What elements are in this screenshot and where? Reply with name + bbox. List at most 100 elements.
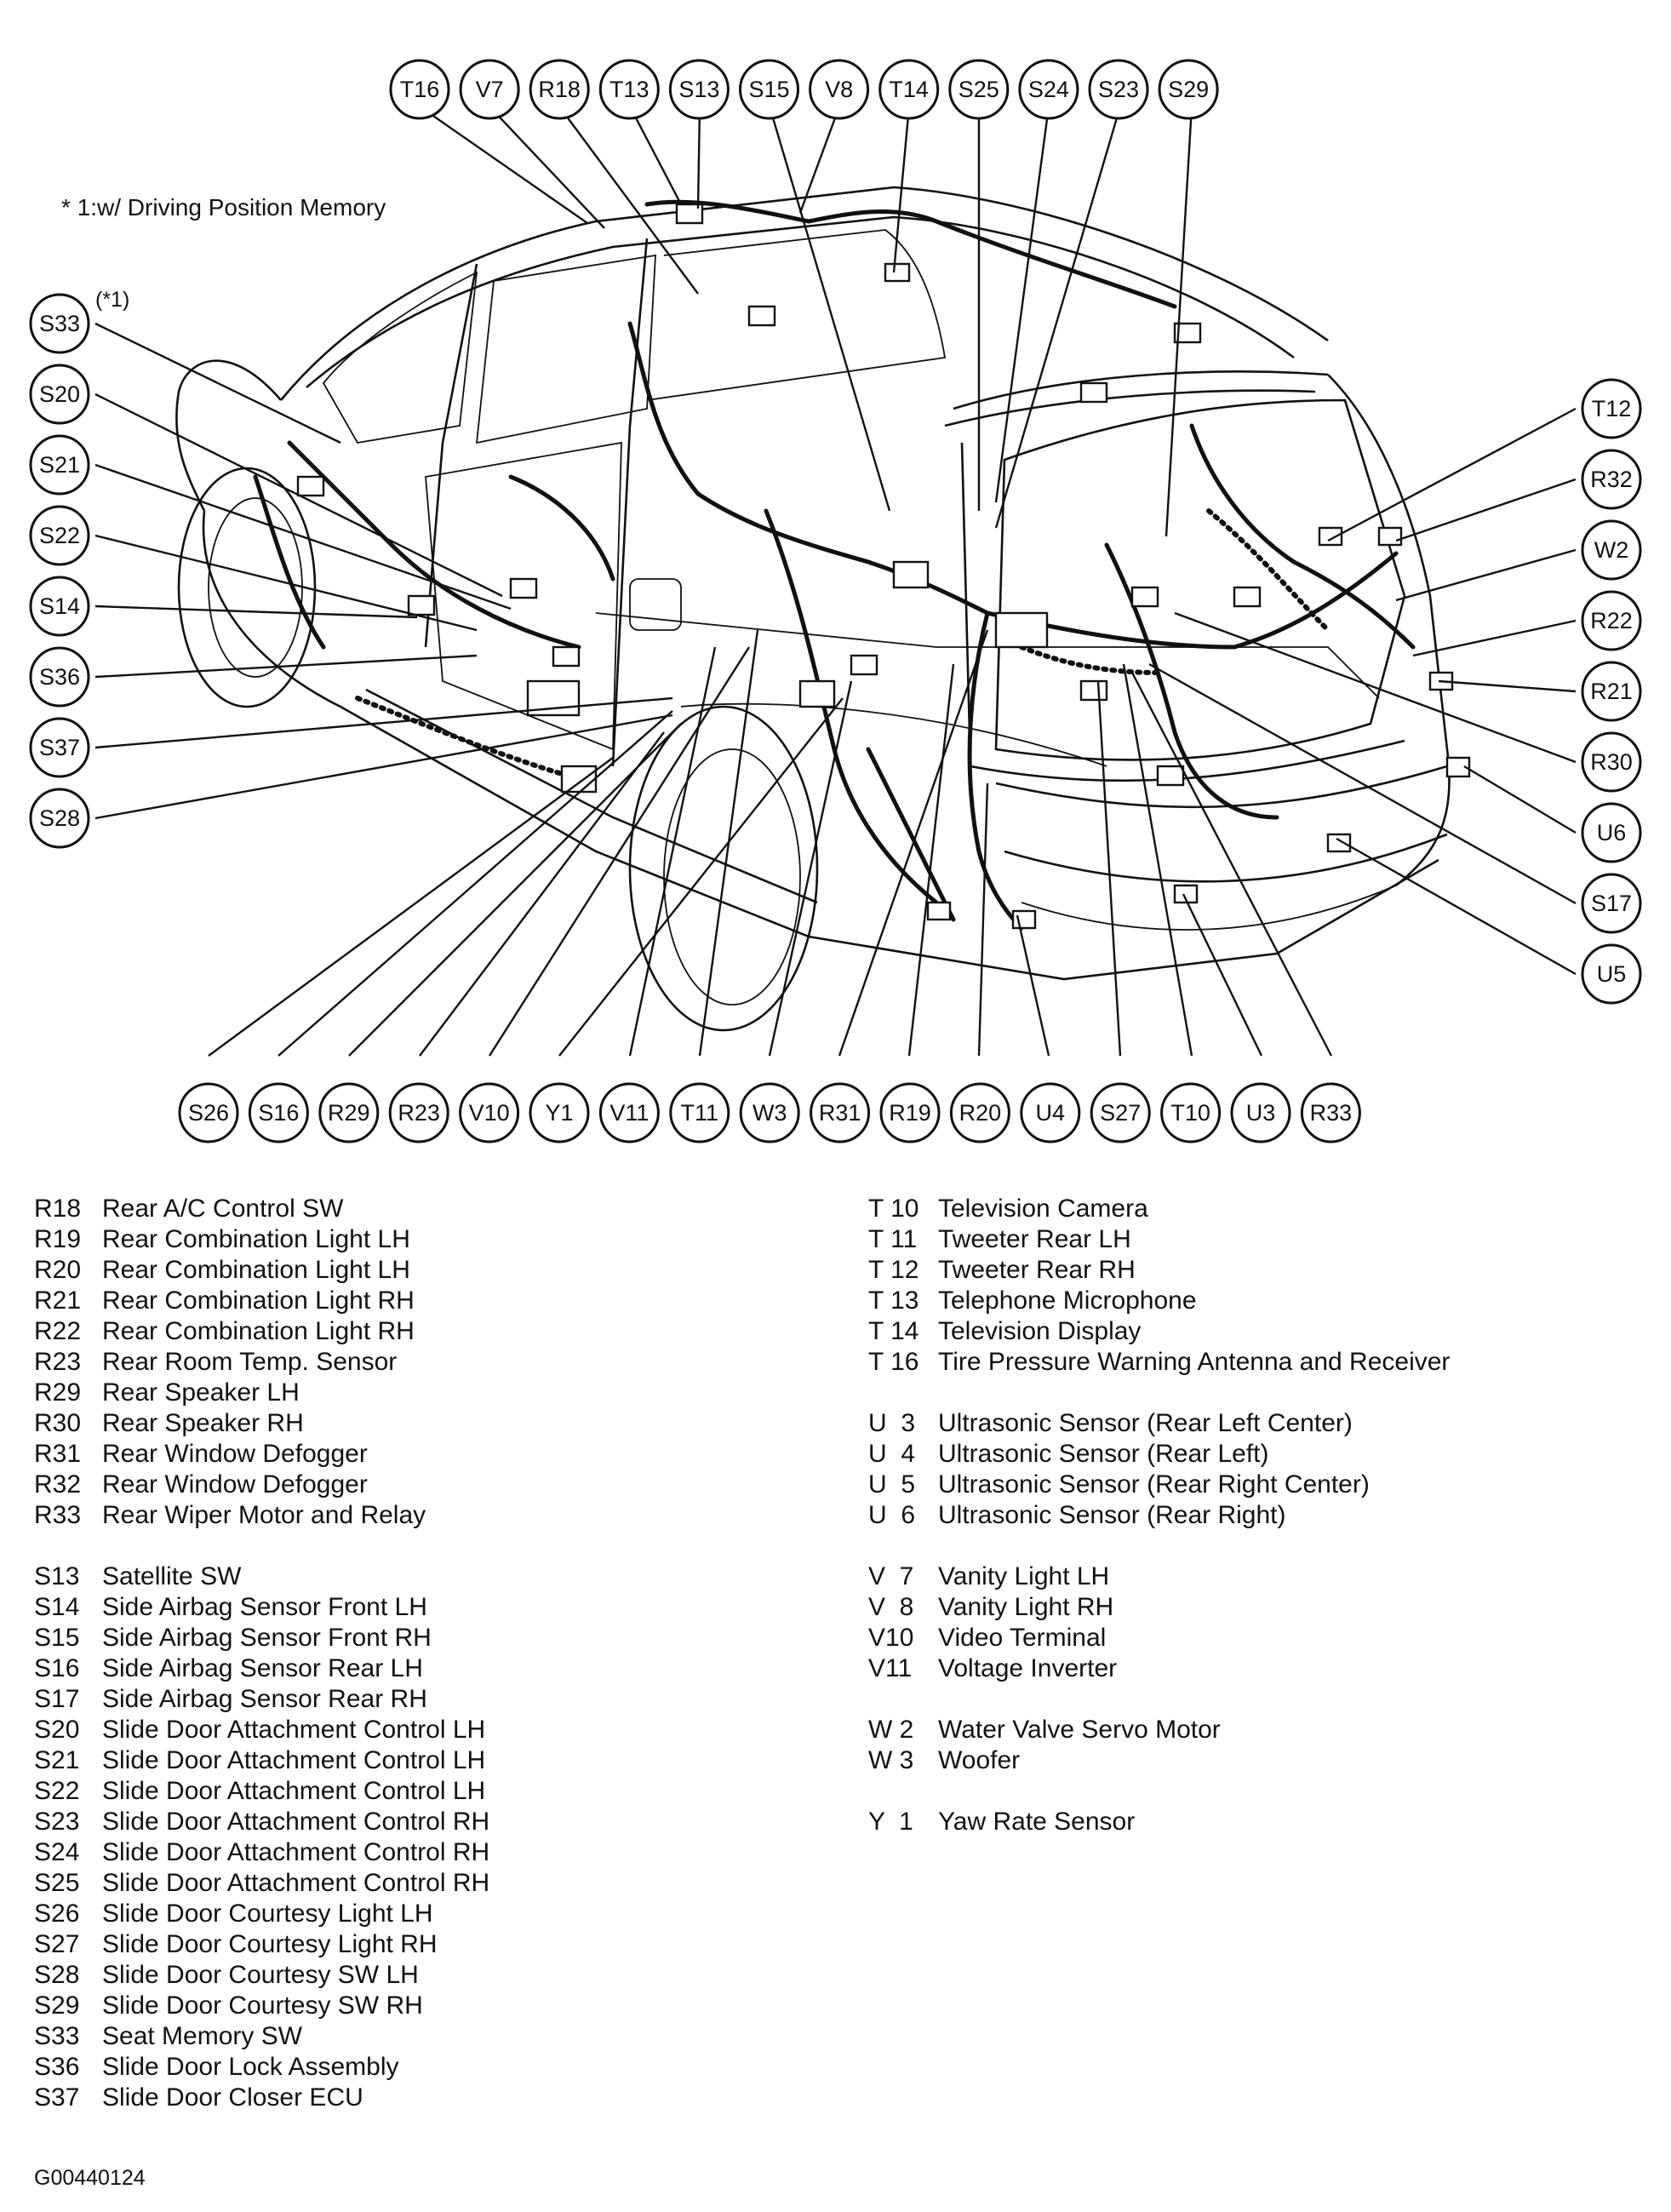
legend-name: Rear Window Defogger: [102, 1470, 368, 1499]
callout-t10: T10: [1160, 1082, 1222, 1143]
legend-code: R22: [34, 1317, 82, 1345]
callout-circle: [949, 1082, 1010, 1143]
legend-code: S29: [34, 1991, 80, 2020]
callout-circle: [29, 293, 90, 354]
callout-v7: V7: [459, 59, 520, 120]
legend-name: Vanity Light RH: [938, 1593, 1114, 1621]
callout-s25: S25: [948, 59, 1010, 120]
legend-item: U 4 Ultrasonic Sensor (Rear Left): [868, 1439, 1450, 1470]
legend-name: Rear Window Defogger: [102, 1440, 368, 1468]
legend-code: S33: [34, 2022, 80, 2050]
callout-s26: S26: [178, 1082, 239, 1143]
callout-u3: U3: [1230, 1082, 1291, 1143]
callout-label: S23: [1098, 77, 1139, 102]
legend-name: Ultrasonic Sensor (Rear Left): [938, 1440, 1269, 1468]
callout-t11: T11: [669, 1082, 730, 1143]
legend-code: U 5: [868, 1470, 916, 1499]
callout-w3: W3: [739, 1082, 800, 1143]
callout-label: V11: [609, 1100, 649, 1126]
callout-label: S14: [39, 593, 80, 619]
callout-label: U6: [1597, 820, 1627, 845]
legend-name: Tweeter Rear LH: [938, 1225, 1131, 1253]
callout-label: V8: [825, 77, 853, 102]
callout-label: S26: [188, 1100, 229, 1126]
callout-label: V7: [476, 77, 504, 102]
legend-code: S24: [34, 1838, 80, 1866]
callout-circle: [1581, 378, 1642, 439]
wiring-harness: [253, 199, 1416, 931]
callout-circle: [1160, 1082, 1222, 1143]
legend-code: T 12: [868, 1256, 919, 1284]
callout-circle: [248, 1082, 309, 1143]
callout-label: R20: [959, 1100, 1002, 1126]
callout-circle: [1018, 59, 1079, 120]
legend-code: S28: [34, 1961, 80, 1989]
callout-circle: [29, 788, 90, 849]
callout-s14: S14: [29, 576, 90, 637]
legend-code: V 8: [868, 1593, 914, 1621]
callout-label: T13: [609, 77, 650, 102]
callout-circle: [669, 1082, 730, 1143]
callout-r29: R29: [318, 1082, 380, 1143]
callout-r22: R22: [1581, 590, 1642, 651]
legend-code: S14: [34, 1593, 80, 1621]
legend-code: U 4: [868, 1440, 916, 1468]
legend-item: S33 Seat Memory SW: [34, 2021, 489, 2052]
legend-code: V10: [868, 1624, 914, 1652]
legend-name: Side Airbag Sensor Rear LH: [102, 1654, 423, 1682]
callout-t13: T13: [598, 59, 660, 120]
callout-u4: U4: [1020, 1082, 1081, 1143]
callout-label: S22: [39, 523, 80, 548]
callout-label: R29: [328, 1100, 370, 1126]
callout-s15: S15: [739, 59, 799, 120]
connectors: [296, 203, 1471, 930]
callout-circle: [459, 59, 520, 120]
legend-code: S13: [34, 1562, 80, 1590]
callout-label: S15: [748, 77, 789, 102]
callout-label: S17: [1591, 891, 1632, 916]
legend-code: T 14: [868, 1317, 919, 1345]
callout-circle: [1581, 519, 1642, 581]
legend-name: Vanity Light LH: [938, 1562, 1110, 1590]
legend-name: Seat Memory SW: [102, 2022, 303, 2050]
callout-circle: [29, 505, 90, 566]
callout-r18: R18: [529, 59, 590, 120]
legend-name: Side Airbag Sensor Front LH: [102, 1593, 427, 1621]
callout-s29: S29: [1158, 59, 1219, 120]
callout-label: U4: [1036, 1100, 1066, 1126]
legend-code: S15: [34, 1624, 80, 1652]
callout-t16: T16: [389, 59, 450, 120]
callout-circle: [389, 59, 450, 120]
callout-s16: S16: [248, 1082, 309, 1143]
callout-r31: R31: [810, 1082, 871, 1143]
legend-code: R33: [34, 1501, 82, 1529]
legend-code: U 6: [868, 1501, 916, 1529]
legend-code: V 7: [868, 1562, 914, 1590]
callout-label: S37: [39, 735, 80, 760]
callout-label: R19: [889, 1100, 931, 1126]
note-reference-mark: (*1): [95, 288, 130, 312]
legend-name: Yaw Rate Sensor: [938, 1808, 1136, 1836]
callout-circle: [1581, 449, 1642, 510]
legend-code: R20: [34, 1256, 82, 1284]
leader-lines: [94, 106, 1577, 1057]
legend-code: R18: [34, 1195, 82, 1223]
legend-code: R30: [34, 1409, 82, 1437]
